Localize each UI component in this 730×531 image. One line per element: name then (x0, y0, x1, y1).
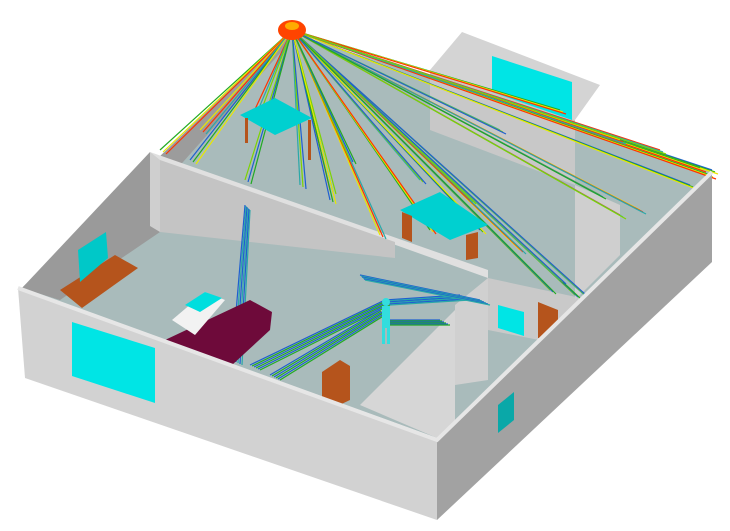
ray-path (249, 299, 386, 366)
dining-table-leg (308, 120, 311, 160)
transmitter-highlight (285, 22, 299, 30)
ray-path (195, 29, 293, 165)
desk (400, 192, 488, 240)
ray-path (364, 279, 491, 306)
ray-path (363, 278, 489, 305)
ray-path (275, 312, 384, 379)
desk-base (466, 232, 478, 260)
desk-base (402, 212, 412, 242)
ray-path (291, 29, 337, 205)
wall-top-edge (17, 170, 714, 443)
table-top-cyan (185, 292, 222, 312)
bathroom-wall-front (455, 278, 488, 385)
front-wall-window (72, 322, 155, 403)
ray-path (205, 29, 293, 135)
ray-path (291, 29, 357, 165)
sofa (165, 300, 272, 365)
ray-path (359, 274, 481, 301)
ray-path (291, 29, 437, 235)
back-room-window (492, 56, 572, 120)
ray-path (291, 29, 697, 190)
ray-path (251, 300, 387, 367)
ray-path (271, 310, 382, 377)
ray-path (291, 29, 597, 305)
ray-path (291, 29, 477, 205)
ray-paths (159, 29, 719, 381)
ray-path (291, 29, 567, 115)
ray-path (387, 297, 467, 304)
ray-path (257, 303, 390, 370)
cabinet (322, 360, 350, 408)
ray-path (273, 311, 383, 378)
ray-path (291, 29, 607, 200)
ray-path (291, 29, 557, 295)
ray-path (291, 29, 627, 220)
interior-wall-long (160, 160, 395, 258)
ray-path (291, 29, 567, 285)
interior-wall (150, 152, 488, 278)
ray-path (291, 29, 667, 155)
bathroom-window (498, 305, 524, 336)
ray-path (291, 29, 507, 135)
ray-path (279, 314, 386, 381)
dining-table-leg (245, 118, 248, 143)
person-figure-icon (382, 298, 390, 344)
right-wall (437, 172, 712, 520)
ray-path (255, 302, 389, 369)
interior-wall-face (150, 152, 160, 232)
ray-path (277, 313, 385, 380)
ray-path (291, 29, 647, 215)
ray-path (388, 298, 469, 305)
ray-path (389, 299, 471, 306)
ray-path (269, 309, 381, 376)
ray-path (192, 29, 293, 163)
ray-path (259, 304, 391, 371)
ray-path (360, 275, 483, 302)
tv-screen (78, 232, 108, 282)
ray-path (253, 301, 388, 368)
ray-path (291, 29, 427, 185)
ray-path (361, 276, 485, 303)
ray-path (291, 29, 487, 235)
dining-table (240, 98, 312, 135)
ray-path (165, 29, 293, 155)
ray-path (291, 29, 717, 180)
right-wall-window (498, 392, 514, 433)
hall-wall (360, 310, 455, 438)
tv-cabinet (60, 255, 138, 308)
left-wall-inner (22, 152, 160, 300)
ray-path (362, 277, 487, 304)
right-partition (575, 185, 620, 300)
ray-path (291, 29, 307, 190)
